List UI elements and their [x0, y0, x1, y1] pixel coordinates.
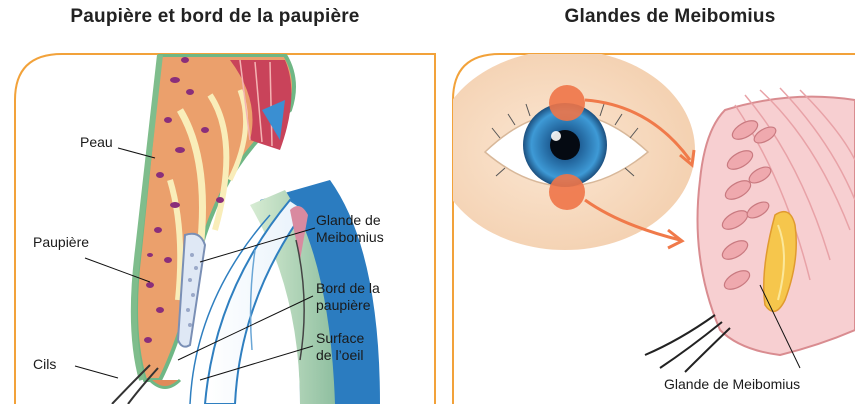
- label-lid-margin-line-1: Bord de la: [316, 280, 380, 297]
- label-meibomian-line-2: Meibomius: [316, 229, 384, 246]
- upper-lid-highlight: [549, 85, 585, 121]
- label-eye-surface-line-1: Surface: [316, 330, 364, 347]
- label-meibomian-line-1: Glande de: [316, 212, 384, 229]
- label-meibomian-gland: Glande de Meibomius: [316, 212, 384, 246]
- label-meibomian-gland-right: Glande de Meibomius: [664, 376, 800, 393]
- label-lid-margin: Bord de la paupière: [316, 280, 380, 314]
- label-lashes: Cils: [33, 356, 56, 373]
- label-lid-margin-line-2: paupière: [316, 297, 380, 314]
- label-eye-surface-line-2: de l’oeil: [316, 347, 364, 364]
- label-eye-surface: Surface de l’oeil: [316, 330, 364, 364]
- lower-lid-highlight: [549, 174, 585, 210]
- label-eyelid: Paupière: [33, 234, 89, 251]
- label-skin: Peau: [80, 134, 113, 151]
